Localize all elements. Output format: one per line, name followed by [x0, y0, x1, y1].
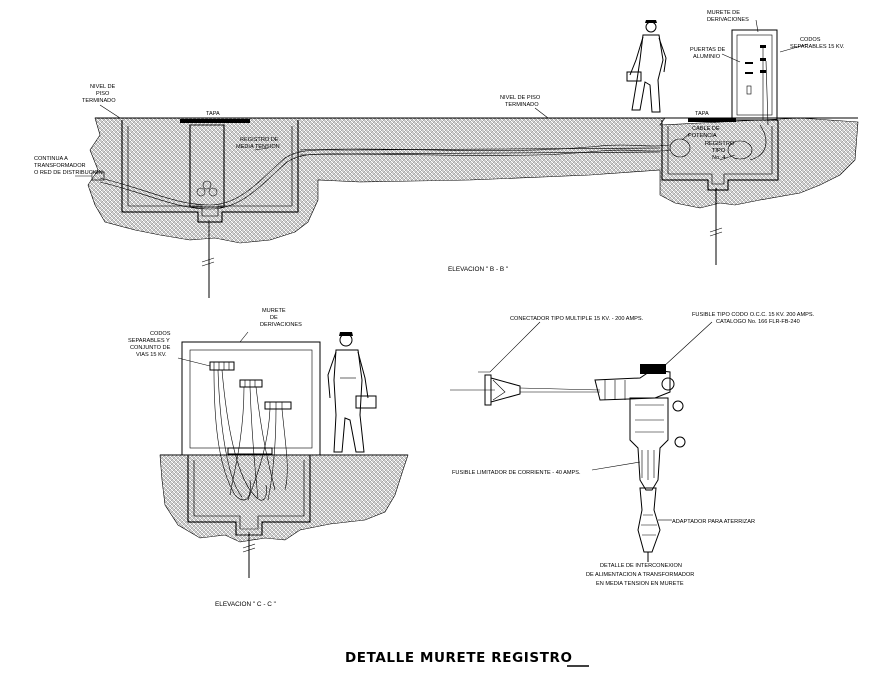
- registro-mt-2: MEDIA TENSION: [236, 144, 280, 150]
- cables-cc: [213, 369, 288, 501]
- nivel-piso-right-1: NIVEL DE PISO: [500, 95, 541, 101]
- puertas-2: ALUMINIO: [693, 54, 721, 60]
- continua-1: CONTINUA A: [34, 156, 68, 162]
- worker-cc: [327, 332, 377, 453]
- codos-cc-3: CONJUNTO DE: [130, 345, 171, 351]
- tapa-right-label: TAPA: [695, 111, 709, 117]
- continua-2: TRANSFORMADOR: [34, 163, 86, 169]
- nivel-piso-left-3: TERMINADO: [82, 98, 116, 104]
- nivel-piso-right-2: TERMINADO: [505, 102, 539, 108]
- codos-bb-2: SEPARABLES 15 KV.: [790, 44, 845, 50]
- registro-left: [121, 119, 299, 298]
- registro-tipo-2: TIPO: [712, 148, 726, 154]
- codos-cc-1: CODOS: [150, 331, 171, 337]
- soil-hatch-cc: [159, 454, 409, 543]
- elevation-bb-label: ELEVACION " B - B ": [448, 266, 508, 273]
- codos-bb-1: CODOS: [800, 37, 821, 43]
- murete-der-2: DERIVACIONES: [707, 17, 749, 23]
- registro-right: [661, 118, 779, 265]
- fusible-codo-1: FUSIBLE TIPO CODO O.C.C. 15 KV. 200 AMPS…: [692, 312, 815, 318]
- murete-cc-1: MURETE: [262, 308, 286, 314]
- cable-pot-1: CABLE DE: [692, 126, 720, 132]
- nivel-piso-left-2: PISO: [96, 91, 110, 97]
- codos-cc-4: VIAS 15 KV.: [136, 352, 167, 358]
- continua-3: O RED DE DISTRIBUCION: [34, 170, 103, 176]
- murete-der-1: MURETE DE: [707, 10, 740, 16]
- cable-pot-2: POTENCIA: [688, 133, 717, 139]
- murete-bb: [731, 29, 778, 126]
- codos-cc-2: SEPARABLES Y: [128, 338, 170, 344]
- tapa-left-label: TAPA: [206, 111, 220, 117]
- detalle-2: DE ALIMENTACION A TRANSFORMADOR: [586, 572, 694, 578]
- drawing-title: DETALLE MURETE REGISTRO: [345, 650, 573, 666]
- elevation-cc-label: ELEVACION " C - C ": [215, 601, 276, 608]
- detalle-3: EN MEDIA TENSION EN MURETE: [596, 581, 684, 587]
- duct-cables: [75, 144, 671, 210]
- murete-cc-2: DE: [270, 315, 278, 321]
- worker-right: [626, 20, 667, 113]
- puertas-1: PUERTAS DE: [690, 47, 725, 53]
- registro-tipo-3: No. 4: [712, 155, 725, 161]
- murete-cc-3: DERIVACIONES: [260, 322, 302, 328]
- fusible-codo-2: CATALOGO No. 166 FLR-FB-240: [716, 319, 800, 325]
- interconexion-detail: CONECTADOR TIPO MULTIPLE 15 KV. - 200 AM…: [450, 312, 815, 587]
- murete-box-cc: [181, 341, 321, 456]
- registro-mt-1: REGISTRO DE: [240, 137, 279, 143]
- elevation-cc: MURETE DE DERIVACIONES CODOS SEPARABLES …: [128, 308, 409, 608]
- conector-label: CONECTADOR TIPO MULTIPLE 15 KV. - 200 AM…: [510, 316, 644, 322]
- nivel-piso-left-1: NIVEL DE: [90, 84, 116, 90]
- adaptador-label: ADAPTADOR PARA ATERRIZAR: [672, 519, 755, 525]
- fusible-limitador: FUSIBLE LIMITADOR DE CORRIENTE - 40 AMPS…: [452, 470, 581, 476]
- registro-tipo-1: REGISTRO: [705, 141, 735, 147]
- leaders-bb: [99, 19, 809, 161]
- detalle-1: DETALLE DE INTERCONEXION: [600, 563, 682, 569]
- elevation-bb: NIVEL DE PISO TERMINADO NIVEL DE PISO TE…: [34, 10, 859, 298]
